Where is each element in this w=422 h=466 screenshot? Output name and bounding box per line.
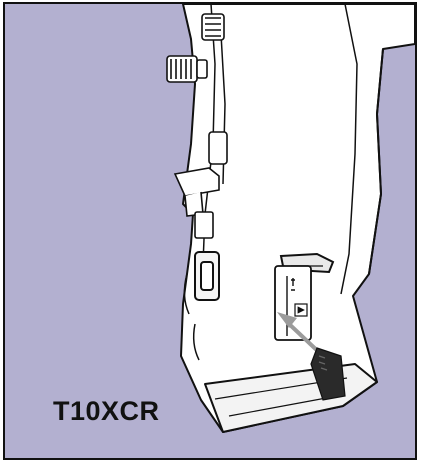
sd-card-icon bbox=[310, 347, 346, 401]
side-knob-icon bbox=[166, 55, 208, 83]
card-slot-icon bbox=[274, 265, 312, 341]
transmitter-body-icon bbox=[180, 4, 415, 433]
trim-lever-icon bbox=[173, 131, 228, 239]
top-knob-icon bbox=[201, 13, 225, 41]
illustration-frame: T10XCR bbox=[3, 2, 417, 460]
model-caption: T10XCR bbox=[53, 396, 160, 426]
transmitter-illustration bbox=[166, 4, 415, 433]
